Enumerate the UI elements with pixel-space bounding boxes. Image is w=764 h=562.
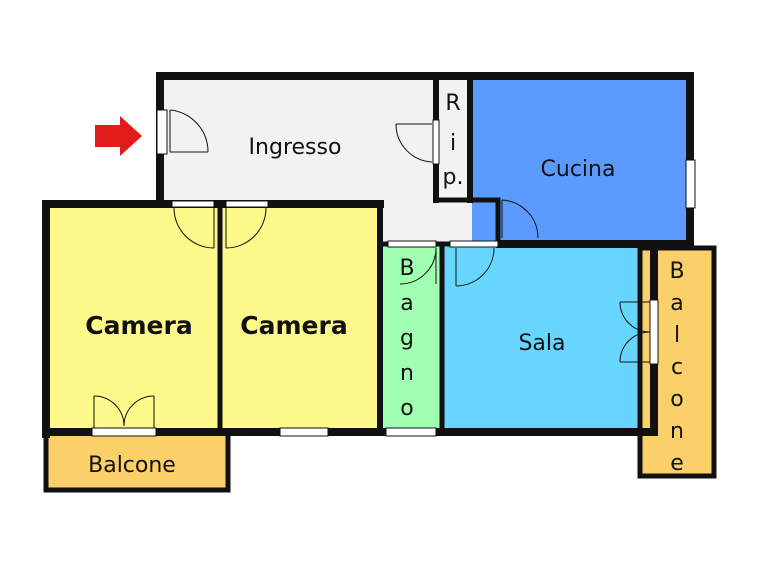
label-camera-left: Camera [85, 311, 192, 340]
label-ripostiglio-char: R [445, 91, 460, 116]
label-ripostiglio-char: p. [443, 165, 464, 190]
door-swing-icon [619, 301, 651, 363]
label-balcone-char: e [670, 451, 684, 476]
label-camera-right: Camera [240, 311, 347, 340]
door-swing-icon [399, 247, 437, 285]
label-bagno-char: a [400, 291, 413, 316]
label-bagno: B a g n o [399, 256, 414, 421]
label-balcone-bottom: Balcone [88, 453, 176, 478]
door-swing-icon [169, 109, 209, 153]
door-swings [93, 109, 651, 428]
door-swing-icon [93, 395, 155, 428]
room-cucina [472, 78, 688, 244]
label-balcone-right: B a l c o n e [669, 259, 684, 476]
label-balcone-char: B [669, 259, 684, 284]
label-bagno-char: B [399, 256, 414, 281]
room-bagno [380, 244, 442, 432]
window-icon [449, 240, 499, 248]
window-icon [225, 200, 269, 208]
window-icon [279, 427, 329, 437]
label-bagno-char: n [400, 361, 414, 386]
entry-arrow-icon [95, 116, 142, 156]
windows [91, 109, 696, 437]
label-sala: Sala [518, 331, 565, 356]
window-icon [171, 200, 215, 208]
room-camera-left [48, 204, 220, 432]
room-ripostiglio [438, 78, 468, 198]
window-icon [685, 159, 696, 209]
door-swing-icon [395, 123, 433, 163]
door-swing-icon [225, 207, 267, 249]
label-balcone-char: c [671, 355, 683, 380]
window-icon [649, 299, 659, 365]
label-ingresso: Ingresso [249, 135, 342, 160]
label-cucina: Cucina [541, 157, 616, 182]
label-bagno-char: g [400, 326, 414, 351]
door-swing-icon [455, 247, 495, 287]
label-balcone-char: n [670, 419, 684, 444]
label-balcone-char: a [670, 291, 683, 316]
window-icon [156, 109, 168, 155]
label-balcone-char: o [670, 387, 683, 412]
window-icon [91, 427, 157, 437]
label-bagno-char: o [400, 396, 413, 421]
label-ripostiglio-char: i [450, 131, 456, 156]
label-ripostiglio: R i p. [443, 91, 464, 190]
window-icon [387, 240, 437, 248]
window-icon [385, 427, 437, 437]
label-balcone-char: l [674, 323, 680, 348]
room-ingresso [162, 78, 472, 202]
door-swing-icon [173, 207, 215, 249]
balcone-bottom [46, 432, 228, 490]
window-icon [432, 119, 440, 165]
room-sala [442, 244, 654, 432]
door-swing-icon [501, 199, 539, 239]
